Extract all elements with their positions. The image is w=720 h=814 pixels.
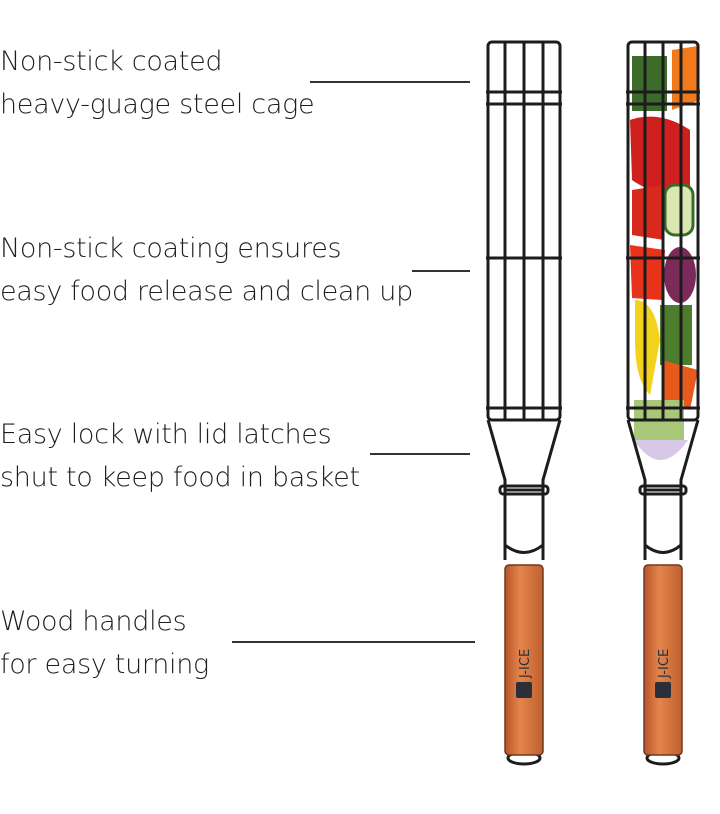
callout-line-cage [310,81,470,83]
callout-line-handles [232,641,475,643]
feature-caption-lock: Easy lock with lid latches shut to keep … [0,413,360,499]
caption-line: Non-stick coating ensures [0,233,342,264]
caption-line: for easy turning [0,649,209,680]
filled-basket [626,40,700,766]
logo-cube-icon [516,682,532,698]
feature-caption-cage: Non-stick coated heavy-guage steel cage [0,40,315,126]
logo-cube-icon [655,682,671,698]
svg-text:J-ICE: J-ICE [657,649,672,679]
caption-line: heavy-guage steel cage [0,89,315,120]
caption-line: shut to keep food in basket [0,462,360,493]
wood-handle [643,564,683,756]
caption-line: Non-stick coated [0,46,223,77]
callout-line-coating [412,270,470,272]
food-vegetables [630,46,700,460]
feature-caption-handles: Wood handles for easy turning [0,600,209,686]
callout-line-lock [370,453,470,455]
brand-logo: J-ICE [516,649,533,698]
feature-caption-coating: Non-stick coating ensures easy food rele… [0,227,413,313]
caption-line: Wood handles [0,606,187,637]
svg-text:J-ICE: J-ICE [518,649,533,679]
brand-logo: J-ICE [655,649,672,698]
wood-handle [504,564,544,756]
caption-line: easy food release and clean up [0,276,413,307]
caption-line: Easy lock with lid latches [0,419,332,450]
